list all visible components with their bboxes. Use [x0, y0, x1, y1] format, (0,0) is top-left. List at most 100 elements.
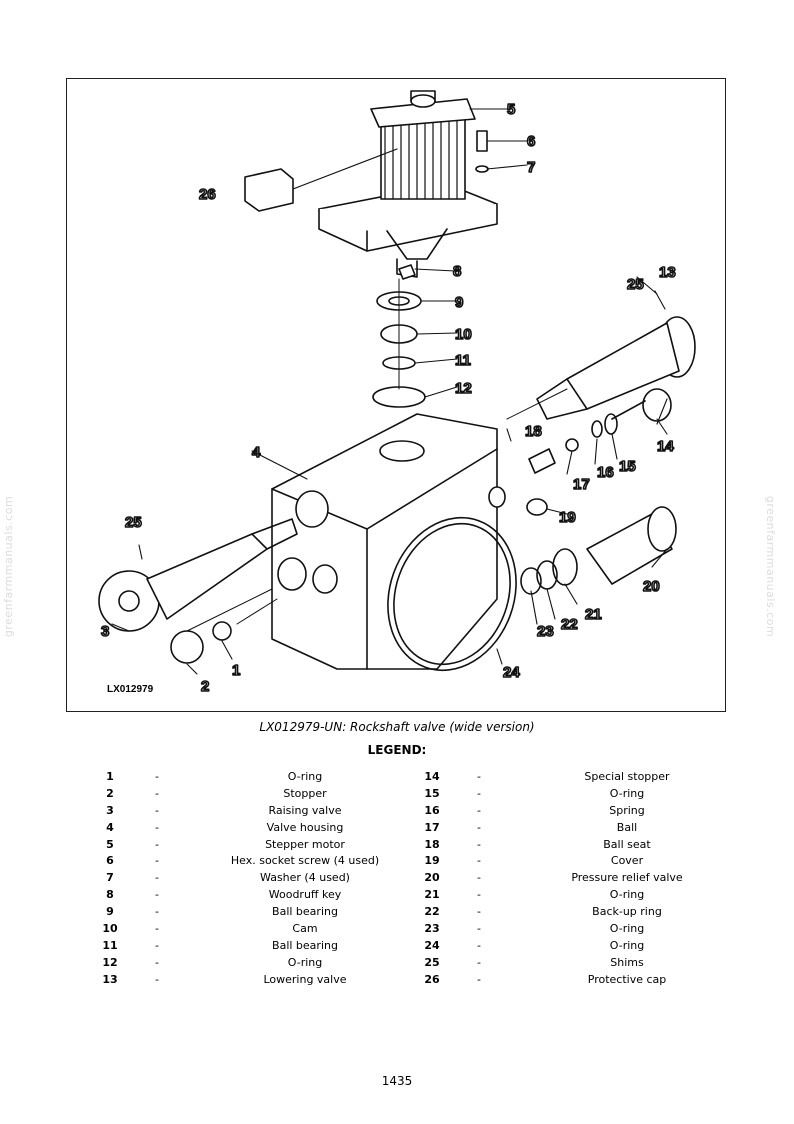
legend-description: Protective cap — [587, 972, 667, 986]
legend-row: 15 - O-ring — [412, 787, 732, 804]
legend-description: Back-up ring — [592, 905, 662, 919]
legend-dash: - — [155, 972, 159, 986]
callout-15: 15 — [619, 458, 636, 475]
legend-number: 2 — [106, 786, 114, 800]
rockshaft-valve-drawing: 5 6 7 26 8 9 10 11 12 25 13 4 18 14 15 1… — [98, 90, 696, 696]
legend-row: 21-O-ring — [412, 888, 732, 905]
legend-row: 11 - Ball bearing — [90, 939, 410, 956]
legend-description: O-ring — [609, 786, 645, 800]
legend-row: 8-Woodruff key — [90, 888, 410, 905]
legend-row: 4 - Valve housing — [90, 821, 410, 838]
legend-description: Raising valve — [268, 803, 342, 817]
legend-dash: - — [477, 854, 481, 868]
legend-dash: - — [477, 938, 481, 952]
callout-17: 17 — [573, 476, 590, 493]
legend-row: 1-O-ring — [90, 770, 410, 787]
legend-number: 13 — [102, 972, 118, 986]
legend-description: O-ring — [287, 955, 323, 969]
legend-number: 10 — [102, 922, 118, 936]
legend-description: Special stopper — [584, 770, 670, 783]
callout-4: 4 — [252, 444, 261, 461]
legend-dash: - — [477, 871, 481, 885]
watermark-right: greenfarmmanuals.com — [764, 495, 778, 638]
legend-row: 26-Protective cap — [412, 973, 732, 990]
legend-description: Washer (4 used) — [260, 871, 350, 885]
legend-row: 17-Ball — [412, 821, 732, 838]
legend-number: 17 — [424, 820, 440, 834]
legend-dash: - — [155, 871, 159, 885]
callout-7: 7 — [527, 159, 535, 176]
legend-row: 5-Stepper motor — [90, 838, 410, 855]
legend-dash: - — [155, 938, 159, 952]
legend-row: 19 - Cover — [412, 854, 732, 871]
callout-25-left: 25 — [125, 514, 142, 531]
callout-10: 10 — [455, 326, 472, 343]
legend-description: Shims — [610, 955, 644, 969]
callout-26: 26 — [199, 186, 216, 203]
legend-number: 11 — [102, 938, 118, 952]
legend-number: 20 — [424, 871, 440, 885]
callout-14: 14 — [657, 438, 674, 455]
legend-number: 18 — [424, 837, 440, 851]
legend-dash: - — [477, 922, 481, 936]
legend-row: 6-Hex. socket screw (4 used) — [90, 854, 410, 871]
legend-description: Cover — [610, 854, 644, 868]
legend-number: 16 — [424, 803, 440, 817]
legend-description: Ball seat — [603, 837, 651, 851]
callout-20: 20 — [643, 578, 660, 595]
legend-description: Stepper motor — [265, 837, 345, 851]
callout-2: 2 — [201, 678, 209, 695]
protective-cap-part — [244, 168, 294, 212]
valve-housing-part — [271, 413, 506, 670]
legend-dash: - — [477, 888, 481, 902]
legend-row: 12-O-ring — [90, 956, 410, 973]
legend-row: 24-O-ring — [412, 939, 732, 956]
legend-dash: - — [155, 922, 159, 936]
legend-description: Ball bearing — [272, 905, 338, 919]
legend-row: 7-Washer (4 used) — [90, 871, 410, 888]
legend-number: 19 — [424, 854, 440, 868]
legend-description: O-ring — [609, 888, 645, 902]
legend-description: Hex. socket screw (4 used) — [230, 854, 380, 868]
legend-dash: - — [155, 820, 159, 834]
callout-9: 9 — [455, 294, 463, 311]
legend-description: Pressure relief valve — [571, 871, 683, 885]
callout-25-right: 25 — [627, 276, 644, 293]
callout-16: 16 — [597, 464, 614, 481]
legend-row: 9 - Ball bearing — [90, 905, 410, 922]
callout-18: 18 — [525, 423, 542, 440]
legend-description: O-ring — [609, 938, 645, 952]
legend-description: O-ring — [287, 770, 323, 783]
callout-12: 12 — [455, 380, 472, 397]
legend-description: Stopper — [283, 786, 327, 800]
legend-description: Valve housing — [266, 820, 344, 834]
legend-dash: - — [155, 905, 159, 919]
legend-number: 3 — [106, 803, 114, 817]
legend-dash: - — [477, 972, 481, 986]
page-number: 1435 — [381, 1074, 413, 1088]
legend-row: 25-Shims — [412, 956, 732, 973]
legend-description: Lowering valve — [263, 972, 347, 986]
legend-row: 13 - Lowering valve — [90, 973, 410, 990]
callout-3: 3 — [101, 623, 109, 640]
legend-dash: - — [155, 955, 159, 969]
legend-number: 9 — [106, 905, 114, 919]
legend-title: LEGEND: — [367, 743, 427, 757]
legend-row: 3-Raising valve — [90, 804, 410, 821]
legend-dash: - — [477, 770, 481, 783]
callout-6: 6 — [527, 133, 535, 150]
legend-dash: - — [477, 905, 481, 919]
legend-description: Ball bearing — [272, 938, 338, 952]
callout-13: 13 — [659, 264, 676, 281]
legend-number: 4 — [106, 820, 114, 834]
legend-description: Cam — [292, 922, 318, 936]
legend-row: 14-Special stopper — [412, 770, 732, 787]
callout-8: 8 — [453, 263, 461, 280]
legend-dash: - — [477, 786, 481, 800]
legend-number: 23 — [424, 922, 440, 936]
callout-23: 23 — [537, 623, 554, 640]
legend-number: 6 — [106, 854, 114, 868]
legend-number: 15 — [424, 786, 440, 800]
legend-dash: - — [155, 837, 159, 851]
